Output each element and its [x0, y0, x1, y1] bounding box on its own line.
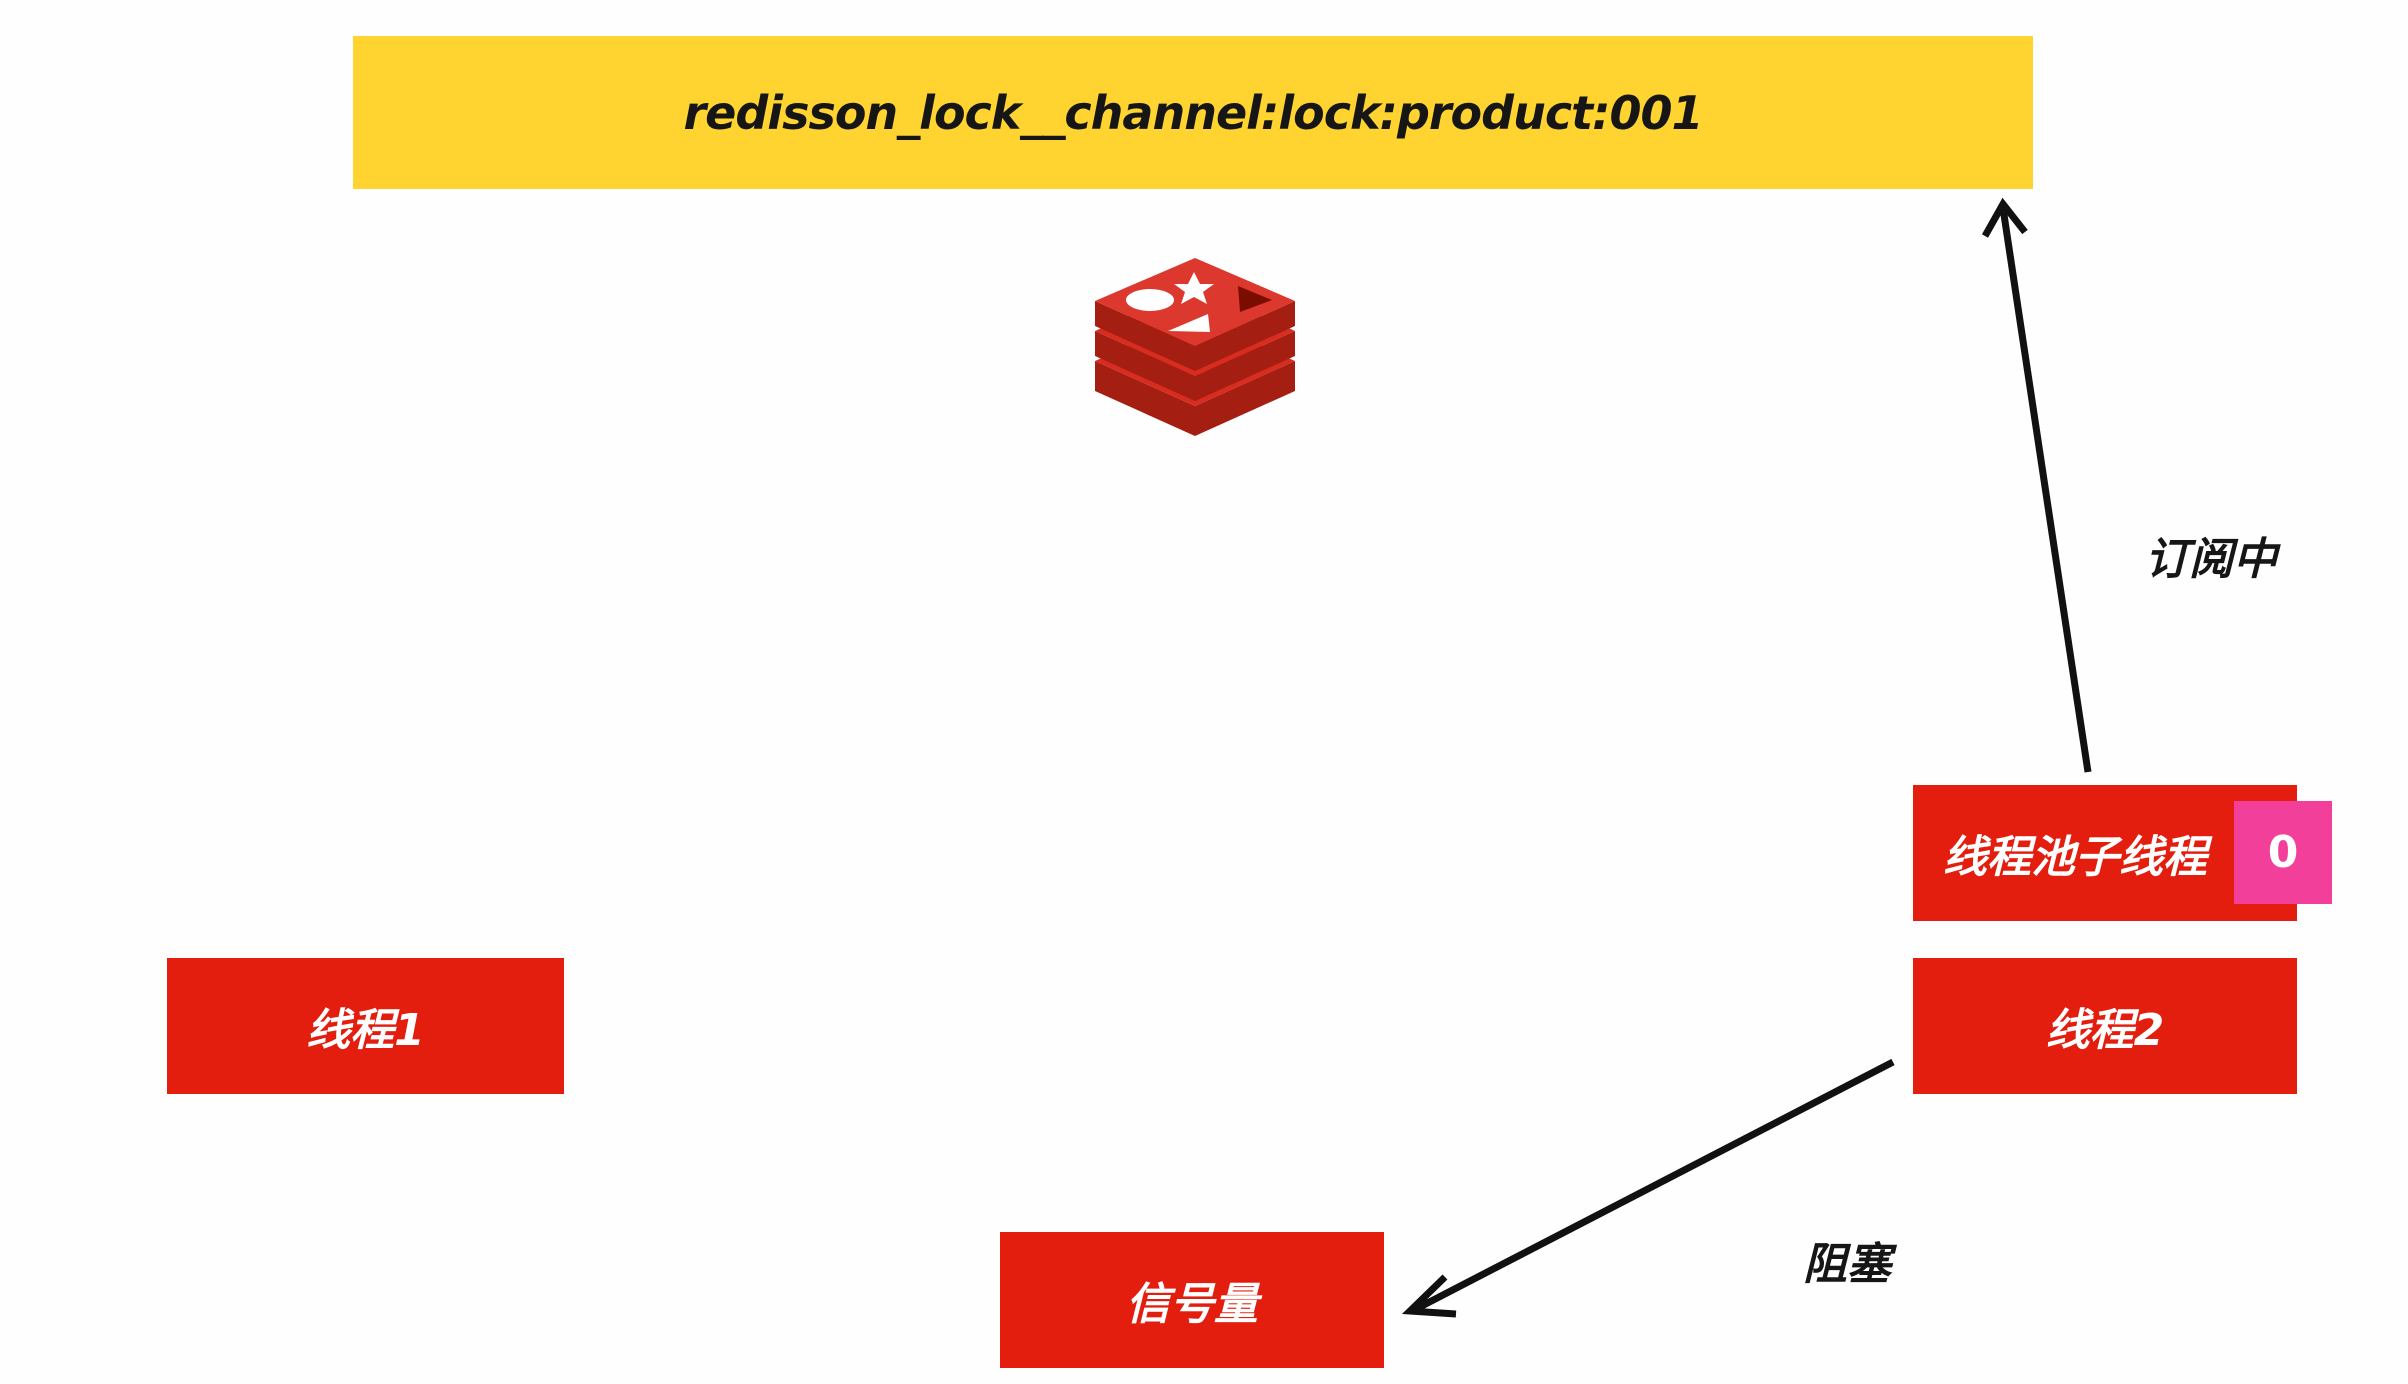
- count-badge: 0: [2234, 801, 2332, 904]
- semaphore-node: 信号量: [1000, 1232, 1384, 1368]
- thread1-node: 线程1: [167, 958, 564, 1094]
- subscribe-arrow-line: [1999, 207, 2092, 773]
- subscribing-label: 订阅中: [2145, 534, 2277, 585]
- semaphore-label: 信号量: [1126, 1279, 1258, 1330]
- pool-thread-node: 线程池子线程: [1913, 785, 2297, 921]
- redis-logo-icon: [1095, 258, 1295, 436]
- thread2-node: 线程2: [1913, 958, 2297, 1094]
- blocking-label: 阻塞: [1803, 1239, 1891, 1290]
- block-arrow-head: [1401, 1274, 1457, 1318]
- channel-name: redisson_lock__channel:lock:product:001: [683, 85, 1703, 140]
- thread1-label: 线程1: [306, 1005, 425, 1056]
- count-badge-value: 0: [2267, 827, 2299, 878]
- block-arrow-line: [1412, 1058, 1895, 1314]
- subscribe-arrow-head: [1981, 197, 2028, 238]
- thread2-label: 线程2: [2045, 1005, 2165, 1056]
- pool-thread-label: 线程池子线程: [1943, 832, 2207, 883]
- channel-bar: redisson_lock__channel:lock:product:001: [353, 36, 2033, 189]
